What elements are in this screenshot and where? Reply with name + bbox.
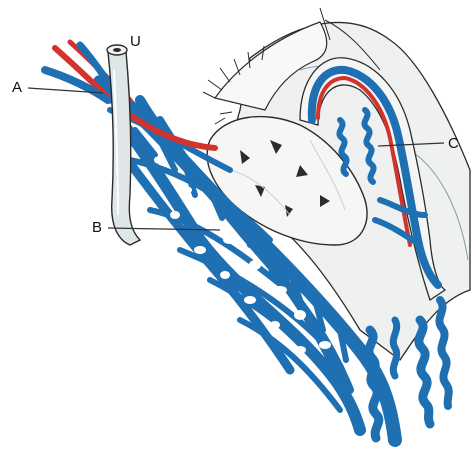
label-c: C (448, 136, 459, 151)
label-u: U (130, 34, 141, 49)
label-b: B (92, 220, 102, 235)
label-a: A (12, 80, 22, 95)
